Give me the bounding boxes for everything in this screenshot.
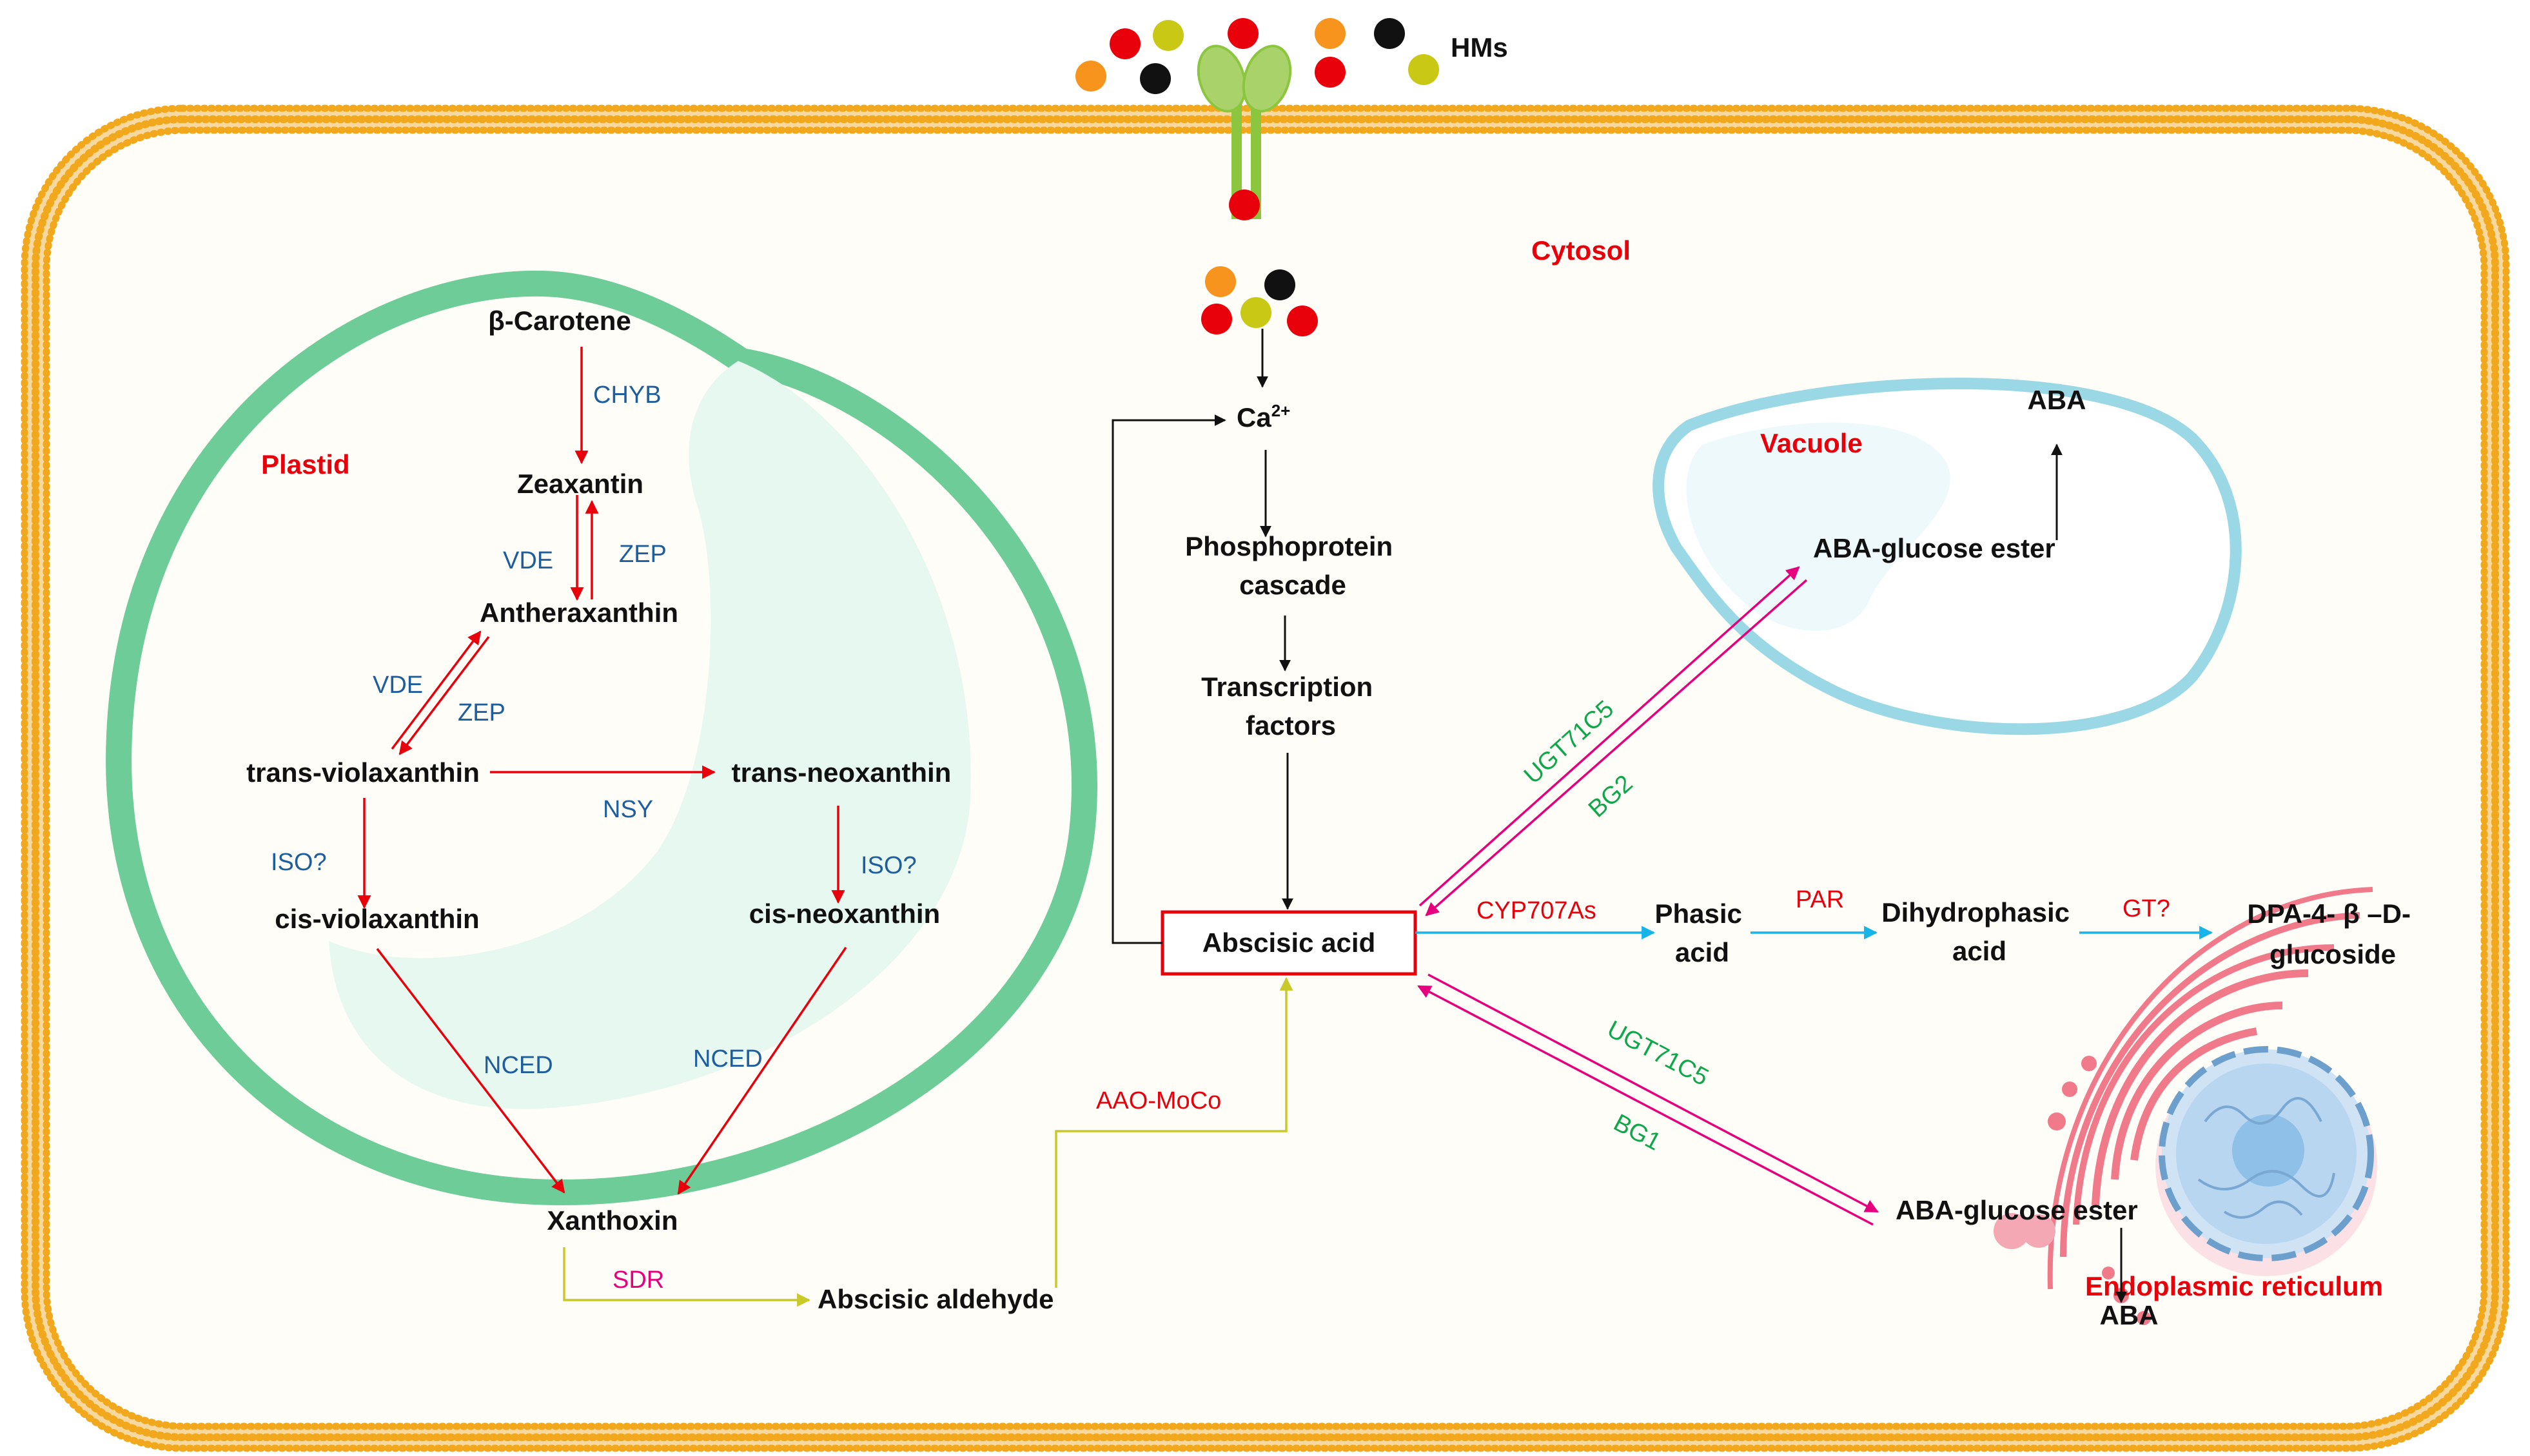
enzyme-gt: GT? xyxy=(2123,895,2170,922)
vacuole-conjugation-arrows xyxy=(1418,566,1808,917)
enzyme-cyp707as: CYP707As xyxy=(1476,897,1596,924)
enzyme-nced-2: NCED xyxy=(693,1045,763,1073)
hm-ion xyxy=(1408,54,1439,85)
hms-label: HMs xyxy=(1451,32,1508,63)
er-label-text: Endoplasmic reticulum xyxy=(2085,1271,2383,1301)
aao-arrow xyxy=(1055,976,1293,1288)
hm-ion xyxy=(1205,266,1236,297)
zeaxantin: Zeaxantin xyxy=(517,469,643,499)
nucleus xyxy=(2159,1046,2374,1261)
hm-ion xyxy=(1140,63,1171,94)
enzyme-nced-1: NCED xyxy=(484,1052,553,1079)
abscisic-acid-box xyxy=(1161,910,1417,976)
phasic-acid-line-2: acid xyxy=(1675,937,1729,967)
hm-ion xyxy=(1228,18,1259,49)
hm-ion xyxy=(1240,297,1271,328)
hm-ion xyxy=(1374,18,1405,49)
vacuole-aba: ABA xyxy=(2028,385,2086,415)
cis-violaxanthin: cis-violaxanthin xyxy=(275,904,479,934)
transcription-line-2: factors xyxy=(1246,710,1336,741)
dpa-glucoside: DPA-4- β –D- glucoside xyxy=(2247,898,2418,969)
vacuole-label: Vacuole xyxy=(1760,428,1863,458)
plastid-label: Plastid xyxy=(261,449,350,480)
hm-ion xyxy=(1315,57,1346,88)
enzyme-iso-2: ISO? xyxy=(861,852,917,879)
enzyme-nsy: NSY xyxy=(603,796,653,823)
enzyme-vde-1: VDE xyxy=(503,547,553,574)
hm-ion xyxy=(1287,306,1318,336)
abscisic-acid: Abscisic acid xyxy=(1202,927,1375,958)
er-conjugation-arrows xyxy=(1417,973,1879,1226)
dpa-line-2: glucoside xyxy=(2270,939,2396,969)
enzyme-chyb: CHYB xyxy=(593,382,662,409)
trans-violaxanthin: trans-violaxanthin xyxy=(246,757,480,788)
dihydrophasic-line-1: Dihydrophasic xyxy=(1881,897,2070,927)
dihydrophasic-line-2: acid xyxy=(1952,936,2006,966)
er-aba-glucose-ester: ABA-glucose ester xyxy=(1896,1195,2138,1225)
calcium-symbol: Ca xyxy=(1237,402,1271,432)
hm-ions-outside xyxy=(1075,18,1439,94)
enzyme-zep-2: ZEP xyxy=(458,699,505,726)
vacuole xyxy=(1652,378,2242,735)
calcium-charge: 2+ xyxy=(1271,401,1291,420)
dihydrophasic-acid: Dihydrophasic acid xyxy=(1881,897,2077,966)
transcription-factors: Transcription factors xyxy=(1201,672,1380,741)
trans-neoxanthin: trans-neoxanthin xyxy=(732,757,952,788)
phosphoprotein-line-1: Phosphoprotein xyxy=(1185,531,1393,561)
hm-ion xyxy=(1264,269,1295,300)
enzyme-vde-2: VDE xyxy=(373,672,423,699)
enzyme-aao-moco: AAO-MoCo xyxy=(1096,1087,1221,1114)
xanthoxin: Xanthoxin xyxy=(547,1205,678,1236)
sdr-arrow xyxy=(563,1247,811,1307)
enzyme-sdr: SDR xyxy=(613,1267,664,1294)
cytosol-label: Cytosol xyxy=(1531,235,1631,266)
signaling-arrows xyxy=(1112,329,1293,944)
enzyme-iso-1: ISO? xyxy=(271,849,327,876)
hm-ion xyxy=(1110,28,1141,59)
hm-ion xyxy=(1315,18,1346,49)
transcription-line-1: Transcription xyxy=(1201,672,1373,702)
phosphoprotein-cascade: Phosphoprotein cascade xyxy=(1185,531,1400,600)
er-aba: ABA xyxy=(2100,1300,2159,1330)
calcium: Ca2+ xyxy=(1237,401,1290,432)
abscisic-aldehyde: Abscisic aldehyde xyxy=(818,1284,1054,1314)
hm-ion xyxy=(1201,304,1232,335)
phasic-acid: Phasic acid xyxy=(1654,898,1749,967)
beta-carotene: β-Carotene xyxy=(488,306,631,336)
er-label: Endoplasmic reticulum xyxy=(2085,1271,2383,1301)
hm-ion xyxy=(1075,61,1106,92)
hm-ions-inside xyxy=(1201,266,1318,336)
dpa-line-1: DPA-4- β –D- xyxy=(2247,898,2411,929)
enzyme-zep-1: ZEP xyxy=(619,541,667,568)
hm-ion xyxy=(1153,20,1184,51)
plastid xyxy=(106,270,1097,1206)
enzyme-par: PAR xyxy=(1796,886,1844,913)
phasic-acid-line-1: Phasic xyxy=(1654,898,1741,929)
antheraxanthin: Antheraxanthin xyxy=(480,597,678,628)
phosphoprotein-line-2: cascade xyxy=(1239,570,1346,600)
plastid-arrows xyxy=(357,347,847,1195)
cis-neoxanthin: cis-neoxanthin xyxy=(749,898,940,929)
membrane-receptor xyxy=(1197,44,1292,220)
vacuole-aba-glucose-ester: ABA-glucose ester xyxy=(1813,533,2055,563)
